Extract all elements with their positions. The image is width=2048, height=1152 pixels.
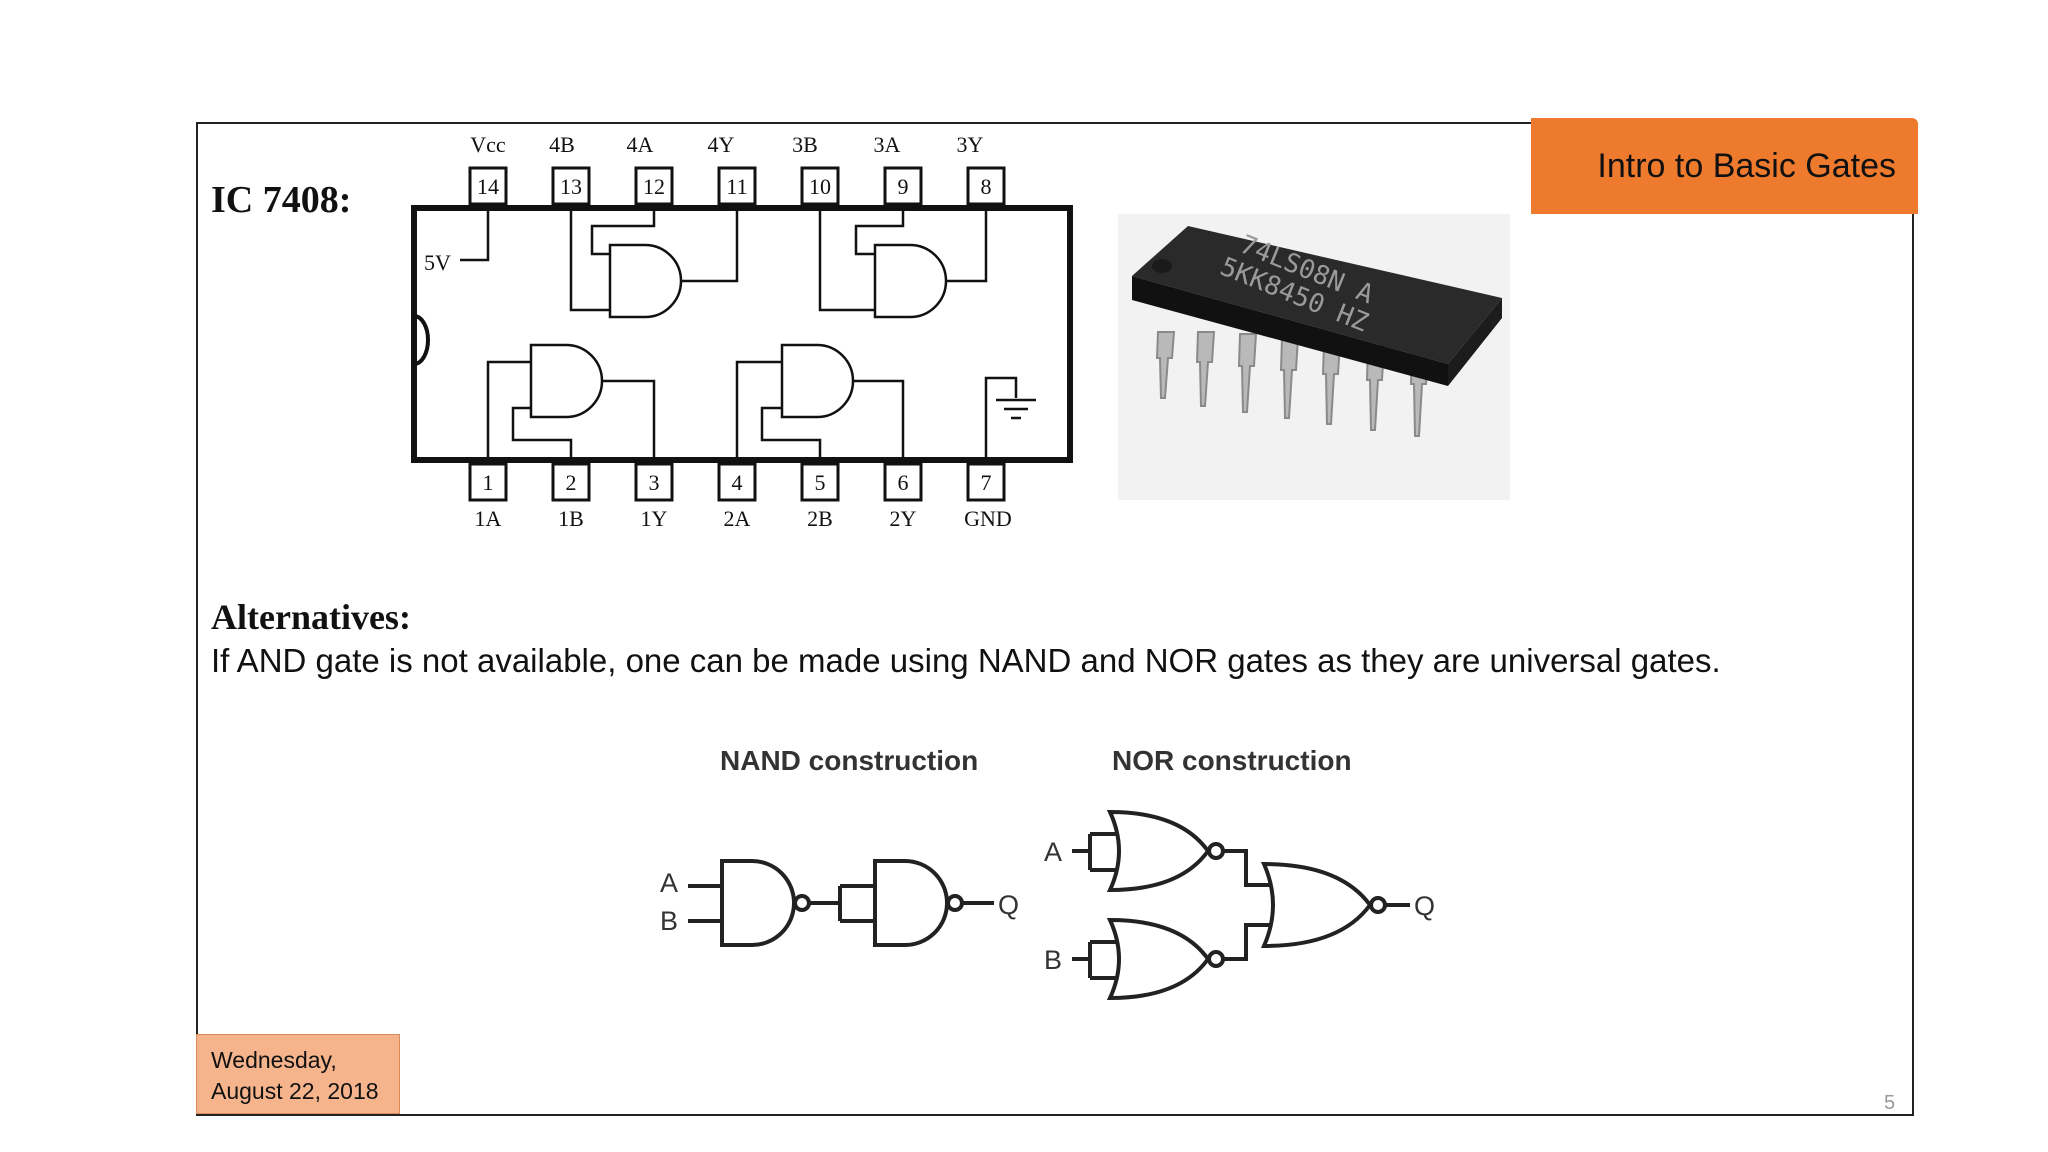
nand-gate-1: [720, 859, 796, 947]
pin-number-8: 8: [981, 174, 992, 199]
nor-gate-2-bubble: [1207, 950, 1225, 968]
nand-input-a: A: [660, 868, 678, 898]
chip-notch: [413, 314, 430, 366]
and-gate-4: [608, 243, 683, 319]
pin-name-6: 2Y: [890, 506, 917, 531]
ic-7408-pinout-diagram: Vcc 4B 4A 4Y 3B 3A 3Y 14 13 12 11 10 9 8…: [411, 132, 1073, 531]
pin-number-12: 12: [643, 174, 665, 199]
pin-number-9: 9: [898, 174, 909, 199]
nand-gate-1-bubble: [793, 894, 811, 912]
chip-photo: 74LS08N A 5KK8450 HZ: [1118, 214, 1510, 500]
nand-input-b: B: [660, 906, 678, 936]
pin-name-8: 3Y: [957, 132, 984, 157]
alternatives-heading: Alternatives:: [211, 597, 411, 637]
nor-input-b: B: [1044, 945, 1062, 975]
pin-name-12: 4A: [627, 132, 654, 157]
nand-gate-2-bubble: [946, 894, 964, 912]
slide-frame: [196, 122, 1914, 1116]
pin-number-13: 13: [560, 174, 582, 199]
nor-gate-3-bubble: [1369, 896, 1387, 914]
nand-construction-title: NAND construction: [720, 745, 978, 776]
nor-gate-3: [1260, 861, 1373, 949]
chip-body: [411, 205, 1073, 463]
pin-number-4: 4: [732, 470, 743, 495]
pin-number-1: 1: [483, 470, 494, 495]
nor-output-q: Q: [1414, 891, 1435, 921]
nor-gate-1-bubble: [1207, 842, 1225, 860]
pin-name-1: 1A: [475, 506, 502, 531]
pin-number-5: 5: [815, 470, 826, 495]
pin-name-7: GND: [964, 506, 1012, 531]
nor-gate-2: [1106, 917, 1211, 1001]
pin-name-10: 3B: [792, 132, 818, 157]
pin-number-14: 14: [477, 174, 499, 199]
date-line-1: Wednesday,: [211, 1047, 337, 1073]
pin-number-11: 11: [726, 174, 747, 199]
page-number: 5: [1884, 1092, 1896, 1114]
pin-number-10: 10: [809, 174, 831, 199]
pin-name-14: Vcc: [470, 132, 506, 157]
pin-name-4: 2A: [724, 506, 751, 531]
ic-label: IC 7408:: [211, 179, 352, 221]
pin-name-5: 2B: [807, 506, 833, 531]
pin-name-11: 4Y: [708, 132, 735, 157]
pin-name-9: 3A: [874, 132, 901, 157]
pin-name-13: 4B: [549, 132, 575, 157]
gate-construction-diagram: NAND construction NOR construction: [660, 745, 1435, 1001]
and-gate-3: [873, 243, 948, 319]
nor-gate-1: [1106, 809, 1211, 893]
pin-number-2: 2: [566, 470, 577, 495]
nor-construction-title: NOR construction: [1112, 745, 1352, 776]
pin-number-7: 7: [981, 470, 992, 495]
pin-name-2: 1B: [558, 506, 584, 531]
nand-output-q: Q: [998, 890, 1019, 920]
pin-number-3: 3: [649, 470, 660, 495]
and-gate-1: [529, 343, 604, 419]
nor-input-a: A: [1044, 837, 1062, 867]
date-line-2: August 22, 2018: [211, 1078, 379, 1104]
pin-name-3: 1Y: [641, 506, 668, 531]
slide-title: Intro to Basic Gates: [1531, 118, 1918, 214]
date-box: Wednesday, August 22, 2018: [196, 1034, 400, 1114]
supply-label: 5V: [424, 250, 451, 275]
pin-number-6: 6: [898, 470, 909, 495]
alternatives-text: If AND gate is not available, one can be…: [211, 642, 1721, 679]
nand-gate-2: [873, 859, 949, 947]
and-gate-2: [780, 343, 855, 419]
